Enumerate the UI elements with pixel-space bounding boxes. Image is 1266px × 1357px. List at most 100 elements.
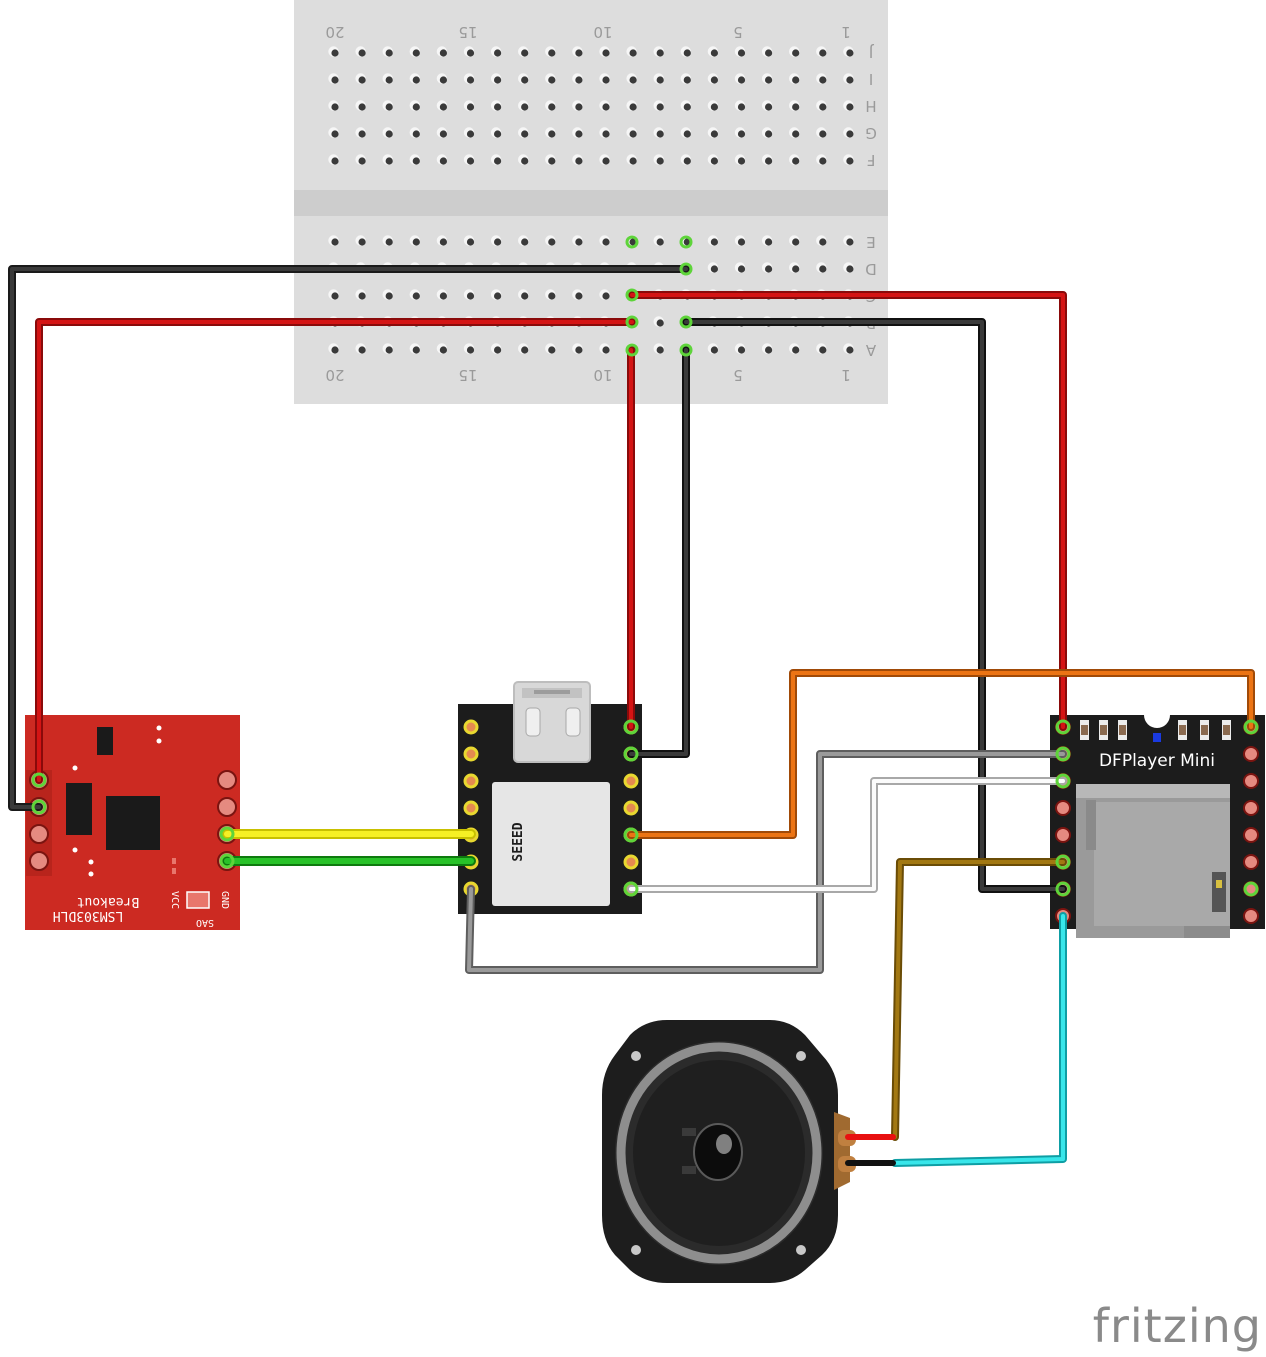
breadboard-hole[interactable] xyxy=(466,238,475,246)
breadboard-hole[interactable] xyxy=(792,130,800,138)
breadboard-hole[interactable] xyxy=(358,130,366,138)
breadboard-hole[interactable] xyxy=(439,130,447,138)
breadboard-hole[interactable] xyxy=(439,346,447,354)
breadboard-hole[interactable] xyxy=(575,346,583,354)
breadboard-hole[interactable] xyxy=(846,346,854,354)
breadboard-hole[interactable] xyxy=(575,103,583,111)
breadboard-hole[interactable] xyxy=(819,265,827,273)
breadboard-hole[interactable] xyxy=(548,346,556,354)
breadboard-hole[interactable] xyxy=(331,238,339,246)
wire-gray[interactable] xyxy=(465,750,1067,974)
breadboard-hole[interactable] xyxy=(656,103,664,111)
breadboard-hole[interactable] xyxy=(548,157,556,165)
breadboard-hole[interactable] xyxy=(494,76,502,84)
breadboard-hole[interactable] xyxy=(412,49,420,57)
breadboard-hole[interactable] xyxy=(358,238,366,246)
breadboard-hole[interactable] xyxy=(575,76,583,84)
breadboard-hole[interactable] xyxy=(710,49,719,57)
breadboard-hole[interactable] xyxy=(521,103,529,111)
breadboard-hole[interactable] xyxy=(792,49,800,57)
breadboard-hole[interactable] xyxy=(710,346,719,354)
breadboard-hole[interactable] xyxy=(331,346,339,354)
breadboard-hole[interactable] xyxy=(737,265,746,273)
breadboard-hole[interactable] xyxy=(466,157,475,165)
breadboard-hole[interactable] xyxy=(683,157,691,165)
breadboard-hole[interactable] xyxy=(466,49,475,57)
breadboard-hole[interactable] xyxy=(575,157,583,165)
breadboard-hole[interactable] xyxy=(385,49,393,57)
breadboard-hole[interactable] xyxy=(656,346,664,354)
microsd-card-slot[interactable] xyxy=(1076,784,1230,938)
breadboard-hole[interactable] xyxy=(792,238,800,246)
breadboard-hole[interactable] xyxy=(575,238,583,246)
breadboard-hole[interactable] xyxy=(819,130,827,138)
breadboard-hole[interactable] xyxy=(819,76,827,84)
breadboard-hole[interactable] xyxy=(602,157,610,165)
breadboard-hole[interactable] xyxy=(412,238,420,246)
breadboard-hole[interactable] xyxy=(575,49,583,57)
breadboard-hole[interactable] xyxy=(765,157,773,165)
breadboard-hole[interactable] xyxy=(765,265,773,273)
breadboard-hole[interactable] xyxy=(331,292,339,300)
breadboard-hole[interactable] xyxy=(629,130,637,138)
breadboard-hole[interactable] xyxy=(331,49,339,57)
breadboard-hole[interactable] xyxy=(494,292,502,300)
breadboard-hole[interactable] xyxy=(792,157,800,165)
breadboard-hole[interactable] xyxy=(819,346,827,354)
breadboard-hole[interactable] xyxy=(466,130,475,138)
wire-speaker-cyan[interactable] xyxy=(891,912,1067,1167)
wire-orange[interactable] xyxy=(627,669,1255,839)
breadboard-hole[interactable] xyxy=(466,103,475,111)
breadboard-hole[interactable] xyxy=(819,238,827,246)
breadboard-hole[interactable] xyxy=(846,103,854,111)
breadboard-hole[interactable] xyxy=(521,76,529,84)
breadboard-hole[interactable] xyxy=(494,49,502,57)
breadboard-hole[interactable] xyxy=(765,130,773,138)
breadboard-hole[interactable] xyxy=(385,292,393,300)
breadboard-hole[interactable] xyxy=(358,292,366,300)
breadboard-hole[interactable] xyxy=(331,76,339,84)
breadboard-hole[interactable] xyxy=(819,157,827,165)
breadboard-hole[interactable] xyxy=(521,49,529,57)
breadboard-hole[interactable] xyxy=(358,49,366,57)
breadboard-hole[interactable] xyxy=(629,49,637,57)
wire-seeed-gnd-black[interactable] xyxy=(627,346,690,758)
breadboard-hole[interactable] xyxy=(466,76,475,84)
breadboard-hole[interactable] xyxy=(521,346,529,354)
breadboard-hole[interactable] xyxy=(846,238,854,246)
breadboard-hole[interactable] xyxy=(331,130,339,138)
breadboard-hole[interactable] xyxy=(602,292,610,300)
breadboard-hole[interactable] xyxy=(683,238,691,246)
breadboard-hole[interactable] xyxy=(385,130,393,138)
breadboard-hole[interactable] xyxy=(439,76,447,84)
breadboard-hole[interactable] xyxy=(412,346,420,354)
breadboard-hole[interactable] xyxy=(792,76,800,84)
breadboard-hole[interactable] xyxy=(765,346,773,354)
breadboard-hole[interactable] xyxy=(412,103,420,111)
breadboard-hole[interactable] xyxy=(656,49,664,57)
breadboard-hole[interactable] xyxy=(683,49,691,57)
breadboard-hole[interactable] xyxy=(494,346,502,354)
breadboard-hole[interactable] xyxy=(331,103,339,111)
wire-speaker-brown[interactable] xyxy=(891,858,1067,1141)
breadboard-hole[interactable] xyxy=(629,103,637,111)
breadboard-hole[interactable] xyxy=(737,103,746,111)
breadboard-hole[interactable] xyxy=(358,157,366,165)
breadboard-hole[interactable] xyxy=(792,265,800,273)
breadboard-hole[interactable] xyxy=(439,103,447,111)
breadboard-hole[interactable] xyxy=(765,103,773,111)
breadboard-hole[interactable] xyxy=(846,130,854,138)
breadboard-hole[interactable] xyxy=(629,76,637,84)
breadboard-hole[interactable] xyxy=(521,130,529,138)
breadboard-hole[interactable] xyxy=(548,103,556,111)
wire-dfplayer-gnd-black[interactable] xyxy=(682,318,1067,893)
breadboard-hole[interactable] xyxy=(575,292,583,300)
breadboard-hole[interactable] xyxy=(412,292,420,300)
breadboard-hole[interactable] xyxy=(412,130,420,138)
breadboard-hole[interactable] xyxy=(521,238,529,246)
usb-c-connector[interactable] xyxy=(513,681,591,763)
breadboard-hole[interactable] xyxy=(683,103,691,111)
breadboard-hole[interactable] xyxy=(494,238,502,246)
breadboard-hole[interactable] xyxy=(737,157,746,165)
breadboard-hole[interactable] xyxy=(819,49,827,57)
